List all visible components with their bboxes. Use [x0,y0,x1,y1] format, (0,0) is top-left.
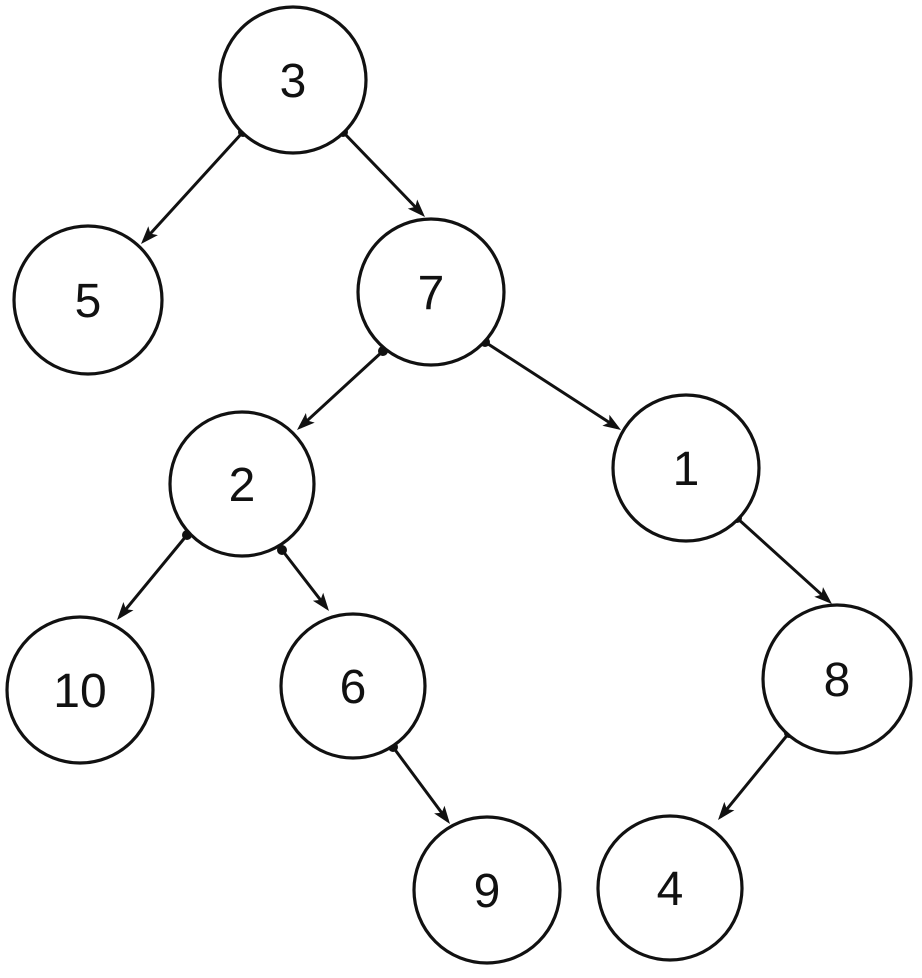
edge-line [391,746,449,822]
tree-edge-7-2 [297,346,388,430]
tree-edge-2-10 [117,530,192,620]
node-label: 8 [824,654,851,707]
tree-node-4: 4 [596,814,744,962]
node-label: 5 [75,275,102,328]
tree-node-1: 1 [611,393,761,543]
edge-line [735,516,831,603]
node-circle [218,5,368,155]
edge-arrowhead [141,226,158,244]
tree-edge-3-7 [338,127,425,217]
tree-node-9: 9 [412,815,562,965]
edge-line [719,732,791,818]
tree-node-3: 3 [218,5,368,155]
edge-arrowhead [718,801,735,820]
node-circle [5,615,155,765]
edge-arrowhead [602,414,621,430]
edge-arrowhead [117,602,134,620]
tree-node-6: 6 [279,612,427,760]
node-circle [596,814,744,962]
node-circle [279,612,427,760]
edge-arrowhead [434,805,450,824]
edge-line [118,534,189,618]
node-circle [356,217,506,367]
tree-edge-8-4 [718,728,794,820]
node-label: 10 [53,665,106,718]
tree-edge-1-8 [732,513,832,604]
node-label: 4 [657,863,684,916]
edge-line [484,340,619,430]
node-label: 9 [474,865,501,918]
node-label: 3 [280,55,307,108]
node-label: 2 [229,459,256,512]
tree-edge-2-6 [277,545,329,611]
node-circle [412,815,562,965]
tree-node-10: 10 [5,615,155,765]
node-circle [611,393,761,543]
edge-arrowhead [814,587,832,604]
node-circle [12,224,164,376]
node-circle [761,603,913,755]
node-label: 6 [340,661,367,714]
node-label: 1 [673,443,700,496]
edge-line [142,130,245,243]
tree-edge-7-1 [480,337,621,430]
node-circle [168,410,316,558]
edge-line [280,549,328,609]
tree-edge-6-9 [388,742,450,824]
node-label: 7 [418,267,445,320]
tree-node-7: 7 [356,217,506,367]
edge-line [341,130,424,216]
tree-node-5: 5 [12,224,164,376]
edge-arrowhead [312,592,329,611]
edge-arrowhead [407,199,425,217]
edge-line [298,349,385,429]
tree-edge-3-5 [141,127,248,244]
edge-origin-dot [277,545,287,555]
tree-node-8: 8 [761,603,913,755]
edge-arrowhead [297,413,315,430]
tree-node-2: 2 [168,410,316,558]
